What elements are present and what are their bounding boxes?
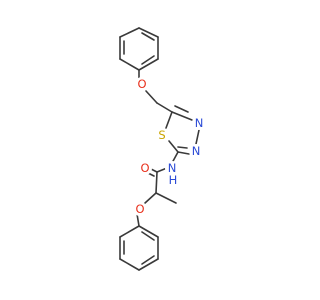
svg-text:N: N <box>192 144 201 158</box>
oxygen-atom-top: O <box>135 77 149 91</box>
oxygen-atom-bottom: O <box>133 202 147 216</box>
nitrogen-atom-ring-right: N <box>192 116 206 130</box>
bottom-phenoxy-group <box>119 213 159 271</box>
svg-text:N: N <box>168 161 177 175</box>
sulfur-atom: S <box>155 128 169 142</box>
nitrogen-atom-ring-bottom: N <box>189 144 203 158</box>
svg-text:N: N <box>195 116 204 130</box>
molecule-svg: O N N S N H O <box>119 27 206 271</box>
carbonyl-oxygen-atom: O <box>138 161 152 175</box>
top-phenyl-ring <box>119 27 159 71</box>
svg-text:H: H <box>169 173 178 187</box>
svg-text:S: S <box>158 128 165 142</box>
amide-nitrogen-atom: N <box>165 161 179 175</box>
svg-text:O: O <box>135 202 144 216</box>
svg-text:O: O <box>137 77 146 91</box>
atom-labels: O N N S N H O <box>133 77 206 216</box>
molecule-diagram: O N N S N H O <box>119 27 206 271</box>
svg-text:O: O <box>140 161 149 175</box>
thiadiazole-ring <box>165 105 200 155</box>
amide-hydrogen-atom: H <box>167 173 179 187</box>
